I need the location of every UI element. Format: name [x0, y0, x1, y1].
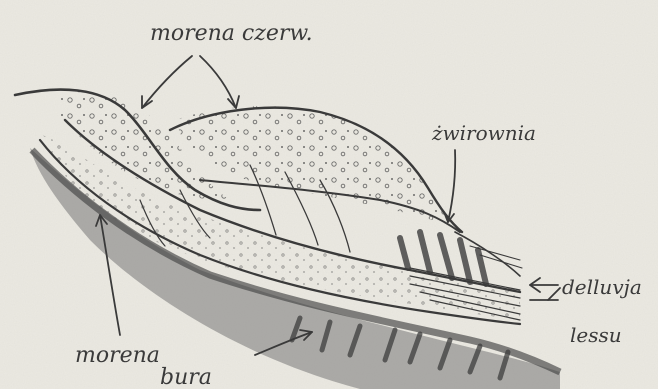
label-loess-line2: lessu [570, 323, 622, 347]
label-brown-moraine-line1: morena [75, 343, 160, 368]
label-red-moraine: morena czerw. [150, 21, 313, 46]
label-loess-line1: delluvja [562, 275, 642, 299]
label-brown-moraine-line2: bura [160, 365, 212, 389]
label-gravel-pit: żwirownia [431, 121, 536, 145]
